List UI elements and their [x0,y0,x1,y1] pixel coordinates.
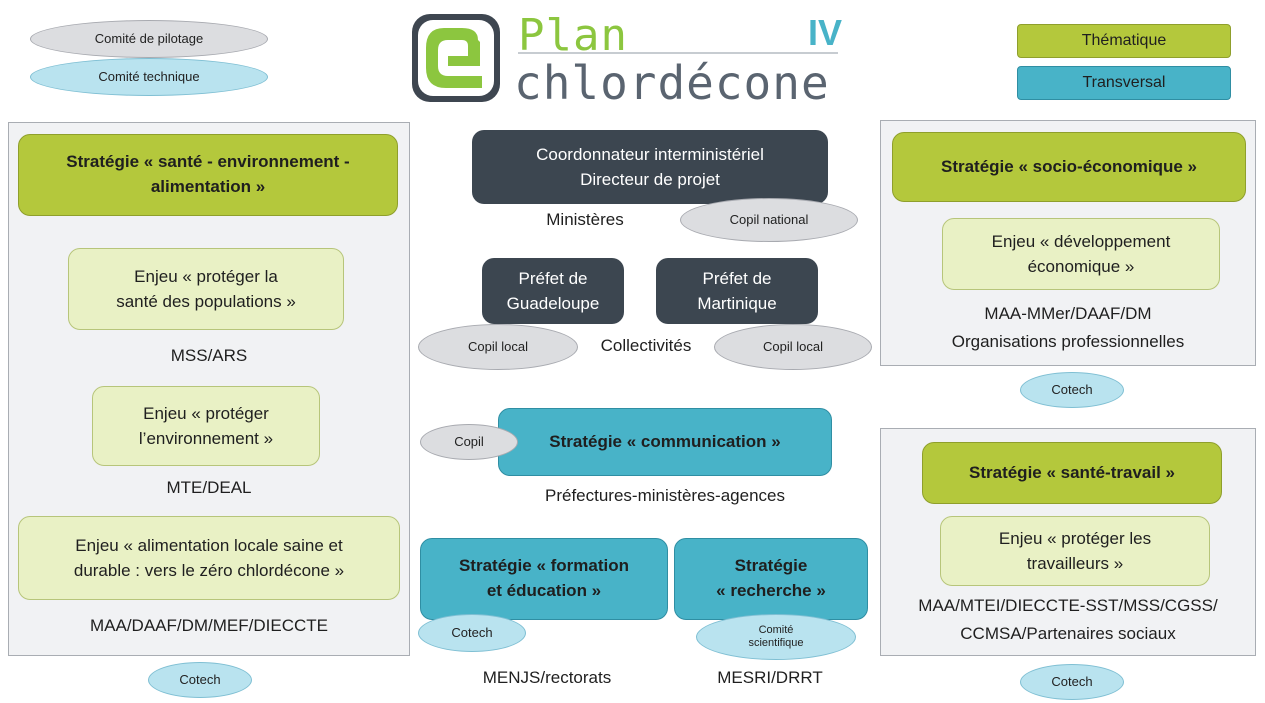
logo-word-chlordecone: chlordécone [514,56,830,110]
stake-local-food: Enjeu « alimentation locale saine et dur… [18,516,400,600]
socio-economic-cotech: Cotech [1020,372,1124,408]
copil-local-martinique: Copil local [714,324,872,370]
actor-mss-ars: MSS/ARS [170,346,248,365]
research-actor: MESRI/DRRT [717,668,823,687]
plan-logo: Plan IV chlordécone [408,8,848,110]
actor-mte-deal: MTE/DEAL [166,478,252,497]
copil-national: Copil national [680,198,858,242]
legend-steering-committee: Comité de pilotage [30,20,268,58]
prefect-guadeloupe: Préfet de Guadeloupe [482,258,624,324]
health-work-cotech: Cotech [1020,664,1124,700]
copil-communication: Copil [420,424,518,460]
legend-technical-committee: Comité technique [30,58,268,96]
logo-numeral: IV [808,12,843,53]
training-actor: MENJS/rectorats [482,668,612,687]
left-cotech: Cotech [148,662,252,698]
strategy-training-education: Stratégie « formation et éducation » [420,538,668,620]
chlordecone-logo-icon [412,14,500,102]
socio-economic-actor-line1: MAA-MMer/DAAF/DM [984,304,1152,323]
health-work-actor-line1: MAA/MTEI/DIECCTE-SST/MSS/CGSS/ [918,596,1218,615]
strategy-research: Stratégie « recherche » [674,538,868,620]
prefect-martinique: Préfet de Martinique [656,258,818,324]
interministerial-coordinator: Coordonnateur interministériel Directeur… [472,130,828,204]
communication-actor: Préfectures-ministères-agences [545,486,785,505]
copil-local-guadeloupe: Copil local [418,324,578,370]
socio-economic-actor-line2: Organisations professionnelles [951,332,1185,351]
stake-population-health: Enjeu « protéger la santé des population… [68,248,344,330]
ministries-label: Ministères [546,210,624,229]
strategy-health-environment-food: Stratégie « santé - environnement - alim… [18,134,398,216]
legend-transversal: Transversal [1017,66,1231,100]
training-cotech: Cotech [418,614,526,652]
stake-environment: Enjeu « protéger l’environnement » [92,386,320,466]
strategy-communication: Stratégie « communication » [498,408,832,476]
actor-maa-daaf: MAA/DAAF/DM/MEF/DIECCTE [89,616,328,635]
health-work-actor-line2: CCMSA/Partenaires sociaux [960,624,1176,643]
strategy-socio-economic: Stratégie « socio-économique » [892,132,1246,202]
legend-thematic: Thématique [1017,24,1231,58]
stake-protect-workers: Enjeu « protéger les travailleurs » [940,516,1210,586]
stake-economic-development: Enjeu « développement économique » [942,218,1220,290]
collectivities-label: Collectivités [600,336,692,355]
logo-divider [518,52,838,54]
research-scientific-committee: Comité scientifique [696,614,856,660]
strategy-health-work: Stratégie « santé-travail » [922,442,1222,504]
